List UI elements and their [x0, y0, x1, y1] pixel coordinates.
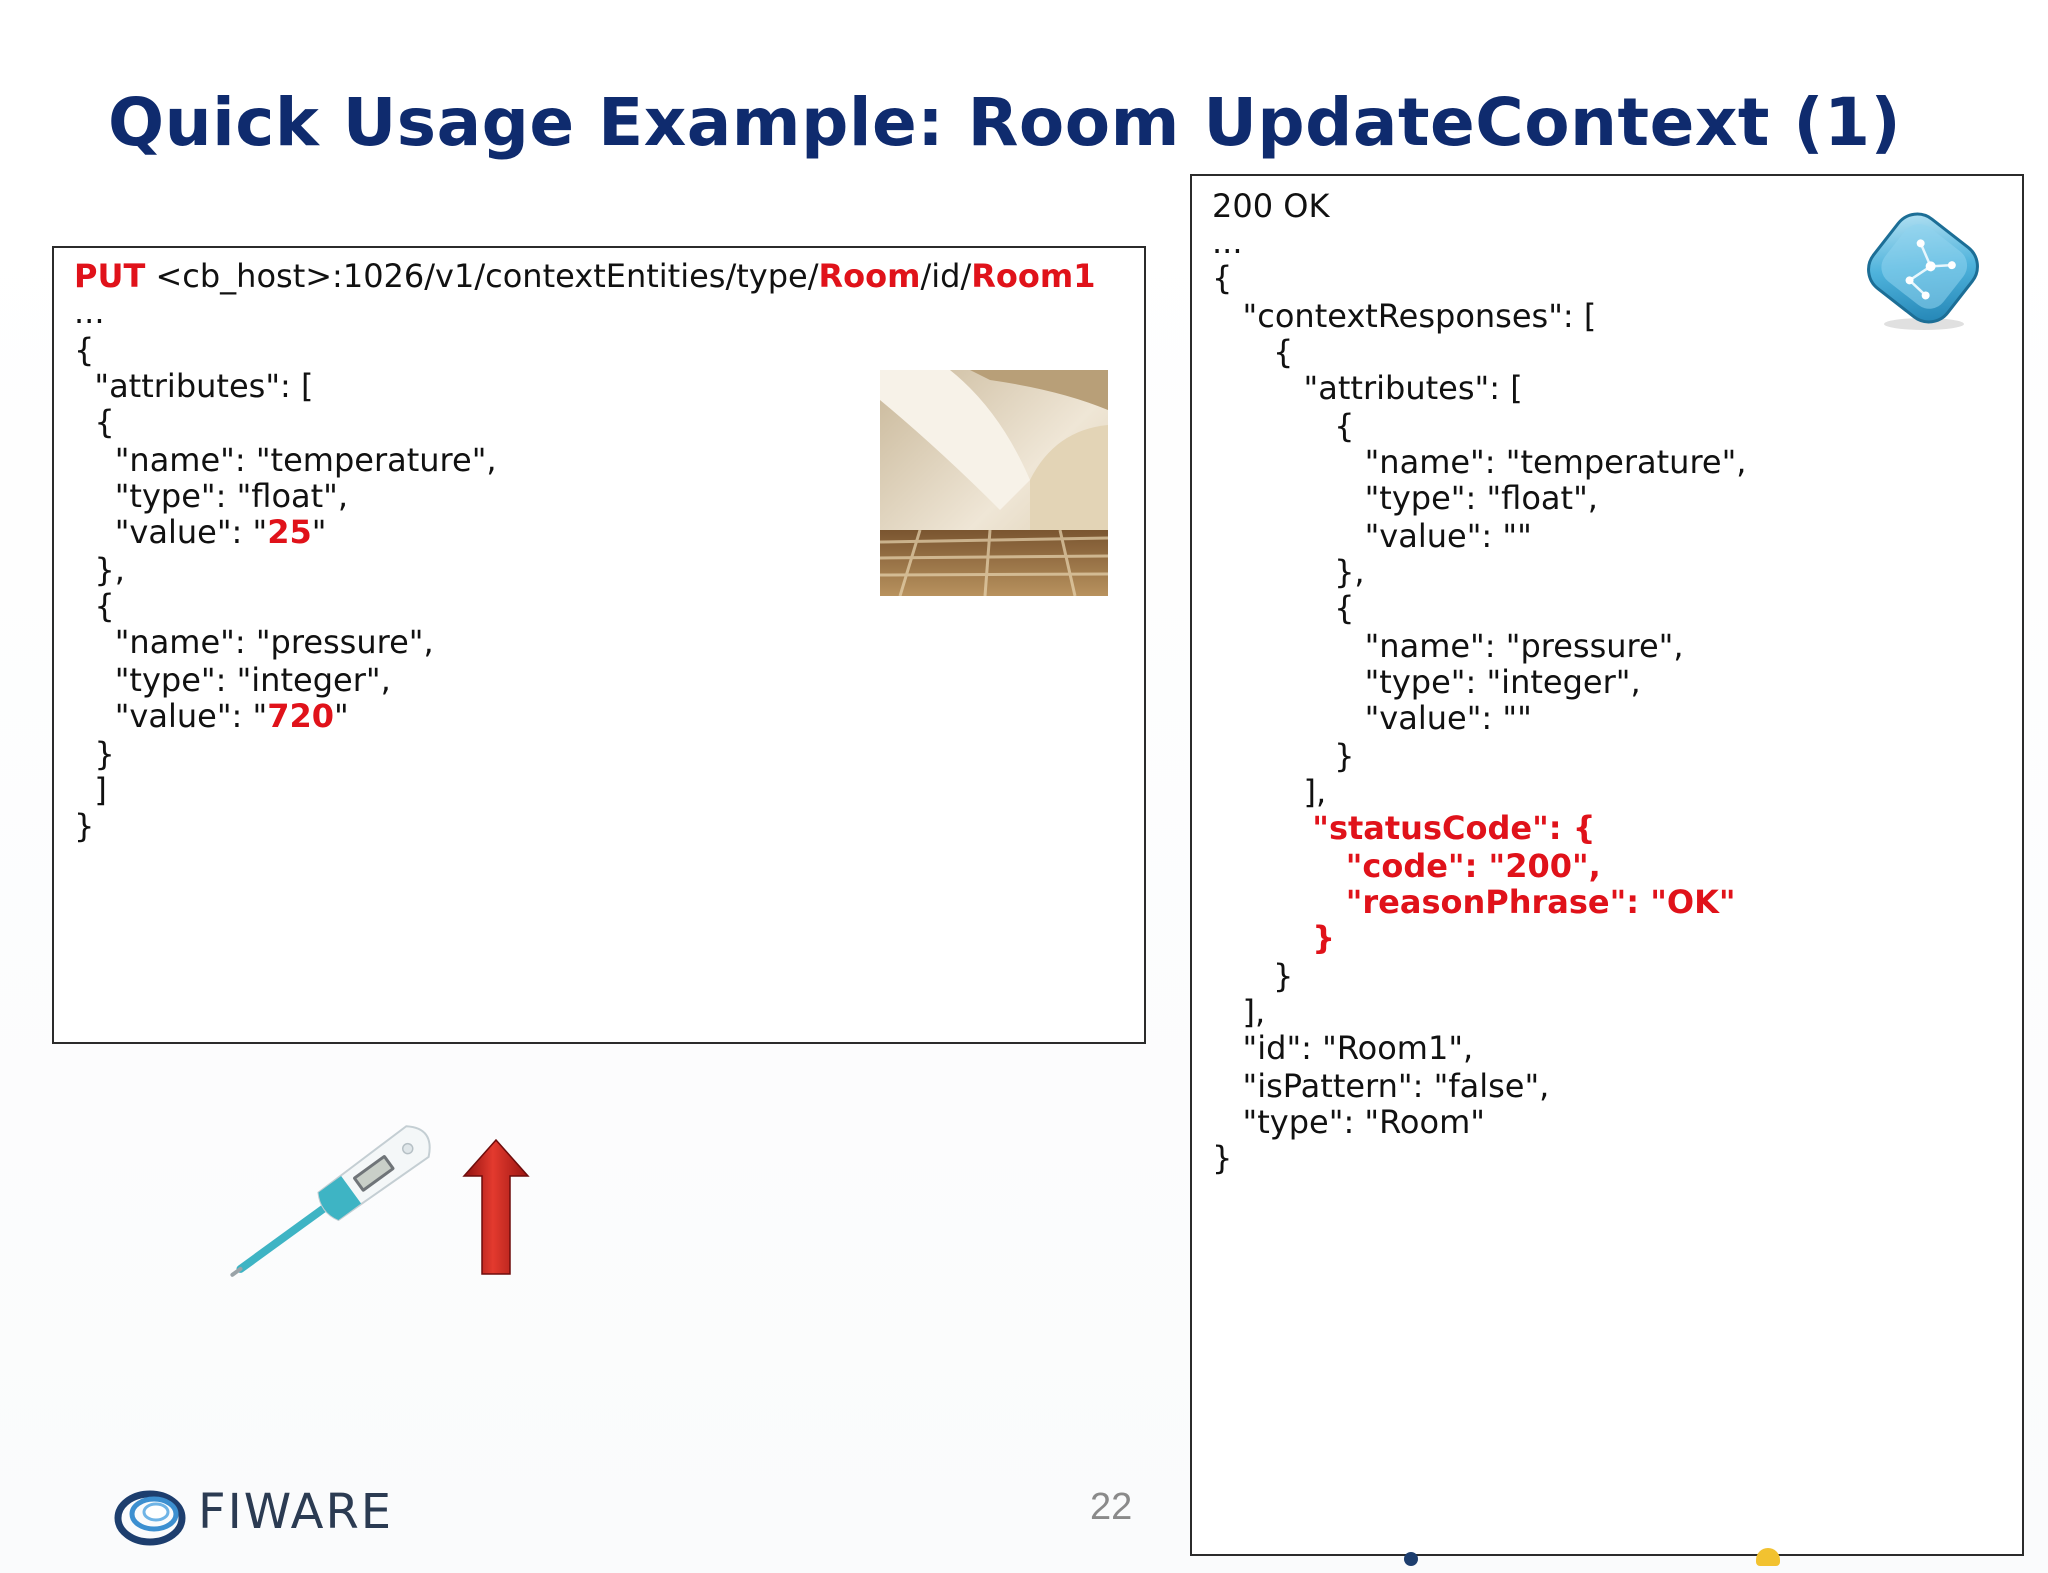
- response-code-line: }: [1212, 1139, 1233, 1177]
- response-code-box: 200 OK ... { "contextResponses": [ { "at…: [1190, 174, 2024, 1556]
- request-url-mid: /id/: [920, 257, 972, 295]
- request-url-prefix: <cb_host>:1026/v1/contextEntities/type/: [145, 257, 819, 295]
- slide-title: Quick Usage Example: Room UpdateContext …: [108, 84, 1902, 161]
- status-code-line: "code": "200",: [1212, 847, 1601, 885]
- value-quote: ": [311, 513, 327, 551]
- response-code-line: {: [1212, 259, 1233, 297]
- response-code-line: }: [1212, 737, 1355, 775]
- response-code-line: "type": "Room": [1212, 1103, 1485, 1141]
- fiware-logo-text: FIWARE: [198, 1484, 394, 1540]
- request-code-line: "attributes": [: [74, 367, 314, 405]
- decorative-dot: [1404, 1552, 1418, 1566]
- request-code-line: "type": "float",: [74, 477, 349, 515]
- response-code-line: "type": "float",: [1212, 479, 1598, 517]
- request-entity-id: Room1: [971, 257, 1096, 295]
- value-quote: ": [334, 697, 349, 735]
- fiware-swirl-icon: [114, 1490, 186, 1546]
- request-code-line: },: [74, 551, 125, 589]
- request-code-line: {: [74, 331, 95, 369]
- arrow-up-icon: [462, 1138, 530, 1276]
- response-code-line: "isPattern": "false",: [1212, 1067, 1550, 1105]
- context-broker-icon: [1858, 206, 1988, 336]
- request-code-line: {: [74, 587, 115, 625]
- response-code-line: {: [1212, 407, 1355, 445]
- request-code-line: "name": "temperature",: [74, 441, 497, 479]
- response-code-line: "value": "": [1212, 517, 1532, 555]
- response-code-line: {: [1212, 333, 1294, 371]
- response-code-line: "id": "Room1",: [1212, 1029, 1474, 1067]
- response-code-line: "value": "": [1212, 699, 1532, 737]
- response-code-line: ],: [1212, 773, 1327, 811]
- http-method: PUT: [74, 257, 146, 295]
- request-code-line: }: [74, 807, 95, 845]
- response-code-line: {: [1212, 589, 1355, 627]
- request-temperature-value-line: "value": "25": [74, 510, 327, 554]
- response-status-line: 200 OK: [1212, 187, 1330, 225]
- request-code-box: PUT <cb_host>:1026/v1/contextEntities/ty…: [52, 246, 1146, 1044]
- response-code-line: }: [1212, 957, 1294, 995]
- response-code-line: "type": "integer",: [1212, 663, 1641, 701]
- fiware-logo: FIWARE: [112, 1482, 391, 1552]
- request-pressure-value-line: "value": "720": [74, 694, 349, 738]
- response-code-line: ],: [1212, 993, 1266, 1031]
- page-number: 22: [1090, 1486, 1133, 1528]
- response-code-line: "attributes": [: [1212, 369, 1523, 407]
- response-code-line: "name": "temperature",: [1212, 443, 1747, 481]
- request-code-line: ]: [74, 771, 107, 809]
- response-code-line: },: [1212, 553, 1365, 591]
- thermometer-icon: [190, 1110, 460, 1310]
- request-code-line: }: [74, 735, 115, 773]
- status-code-line: "reasonPhrase": "OK": [1212, 883, 1736, 921]
- response-code-line: "contextResponses": [: [1212, 297, 1597, 335]
- value-key: "value": ": [74, 697, 268, 735]
- request-entity-type: Room: [818, 257, 921, 295]
- request-code-line: "name": "pressure",: [74, 623, 434, 661]
- room-photo: [880, 370, 1108, 596]
- temperature-value: 25: [267, 513, 312, 551]
- request-code-line: {: [74, 403, 115, 441]
- pressure-value: 720: [267, 697, 334, 735]
- request-code-line: ...: [74, 293, 105, 331]
- status-code-line: }: [1212, 919, 1336, 957]
- status-code-line: "statusCode": {: [1212, 809, 1596, 847]
- request-line: PUT <cb_host>:1026/v1/contextEntities/ty…: [74, 254, 1095, 298]
- response-code-line: "name": "pressure",: [1212, 627, 1684, 665]
- request-code-line: "type": "integer",: [74, 661, 391, 699]
- response-code-line: ...: [1212, 223, 1243, 261]
- decorative-dot: [1756, 1548, 1780, 1566]
- value-key: "value": ": [74, 513, 268, 551]
